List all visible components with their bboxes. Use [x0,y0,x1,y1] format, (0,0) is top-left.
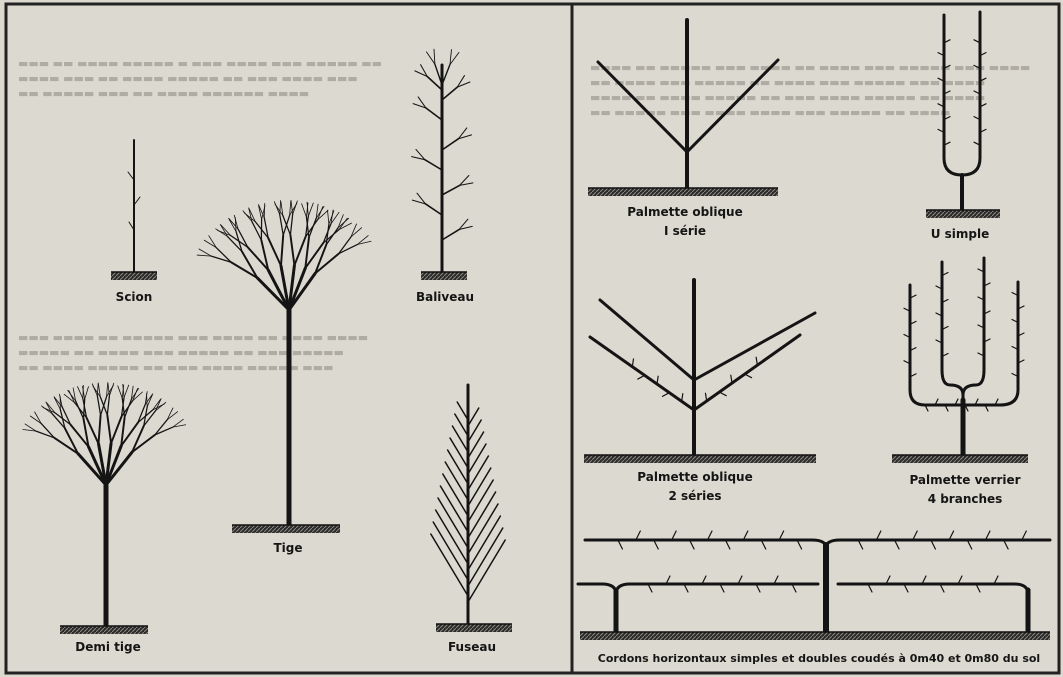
cordons-trees [578,531,1050,632]
ground-scion [111,272,157,280]
label-cordons: Cordons horizontaux simples et doubles c… [584,652,1054,665]
label-palmette-oblique-1: Palmette oblique [610,205,760,219]
ground-tige [232,525,340,533]
u-simple-tree [938,12,986,210]
scion-tree [128,140,140,272]
ground-demi-tige [60,626,148,634]
label-scion: Scion [104,290,164,304]
ground-palmette-verrier [892,455,1028,463]
ground-baliveau [421,272,467,280]
ground-fuseau [436,624,512,632]
label-palmette-oblique-1-series: I série [610,224,760,238]
fuseau-tree [431,385,505,624]
tige-tree [197,200,371,525]
ground-cordons [580,632,1050,640]
ground-u-simple [926,210,1000,218]
label-palmette-oblique-2: Palmette oblique [615,470,775,484]
ground-palmette-oblique-2 [584,455,816,463]
ground-palmette-oblique-1 [588,188,778,196]
label-baliveau: Baliveau [405,290,485,304]
label-palmette-oblique-2-series: 2 séries [615,489,775,503]
palmette-oblique-1-tree [598,20,778,188]
baliveau-tree [412,49,473,272]
label-u-simple: U simple [920,227,1000,241]
label-fuseau: Fuseau [432,640,512,654]
label-palmette-verrier: Palmette verrier [895,473,1035,487]
label-palmette-verrier-branches: 4 branches [895,492,1035,506]
palmette-verrier-tree [904,258,1024,455]
palmette-oblique-2-tree [590,280,815,455]
demi-tige-tree [23,383,186,626]
label-demi-tige: Demi tige [58,640,158,654]
label-tige: Tige [258,541,318,555]
outer-frame [6,4,1059,673]
